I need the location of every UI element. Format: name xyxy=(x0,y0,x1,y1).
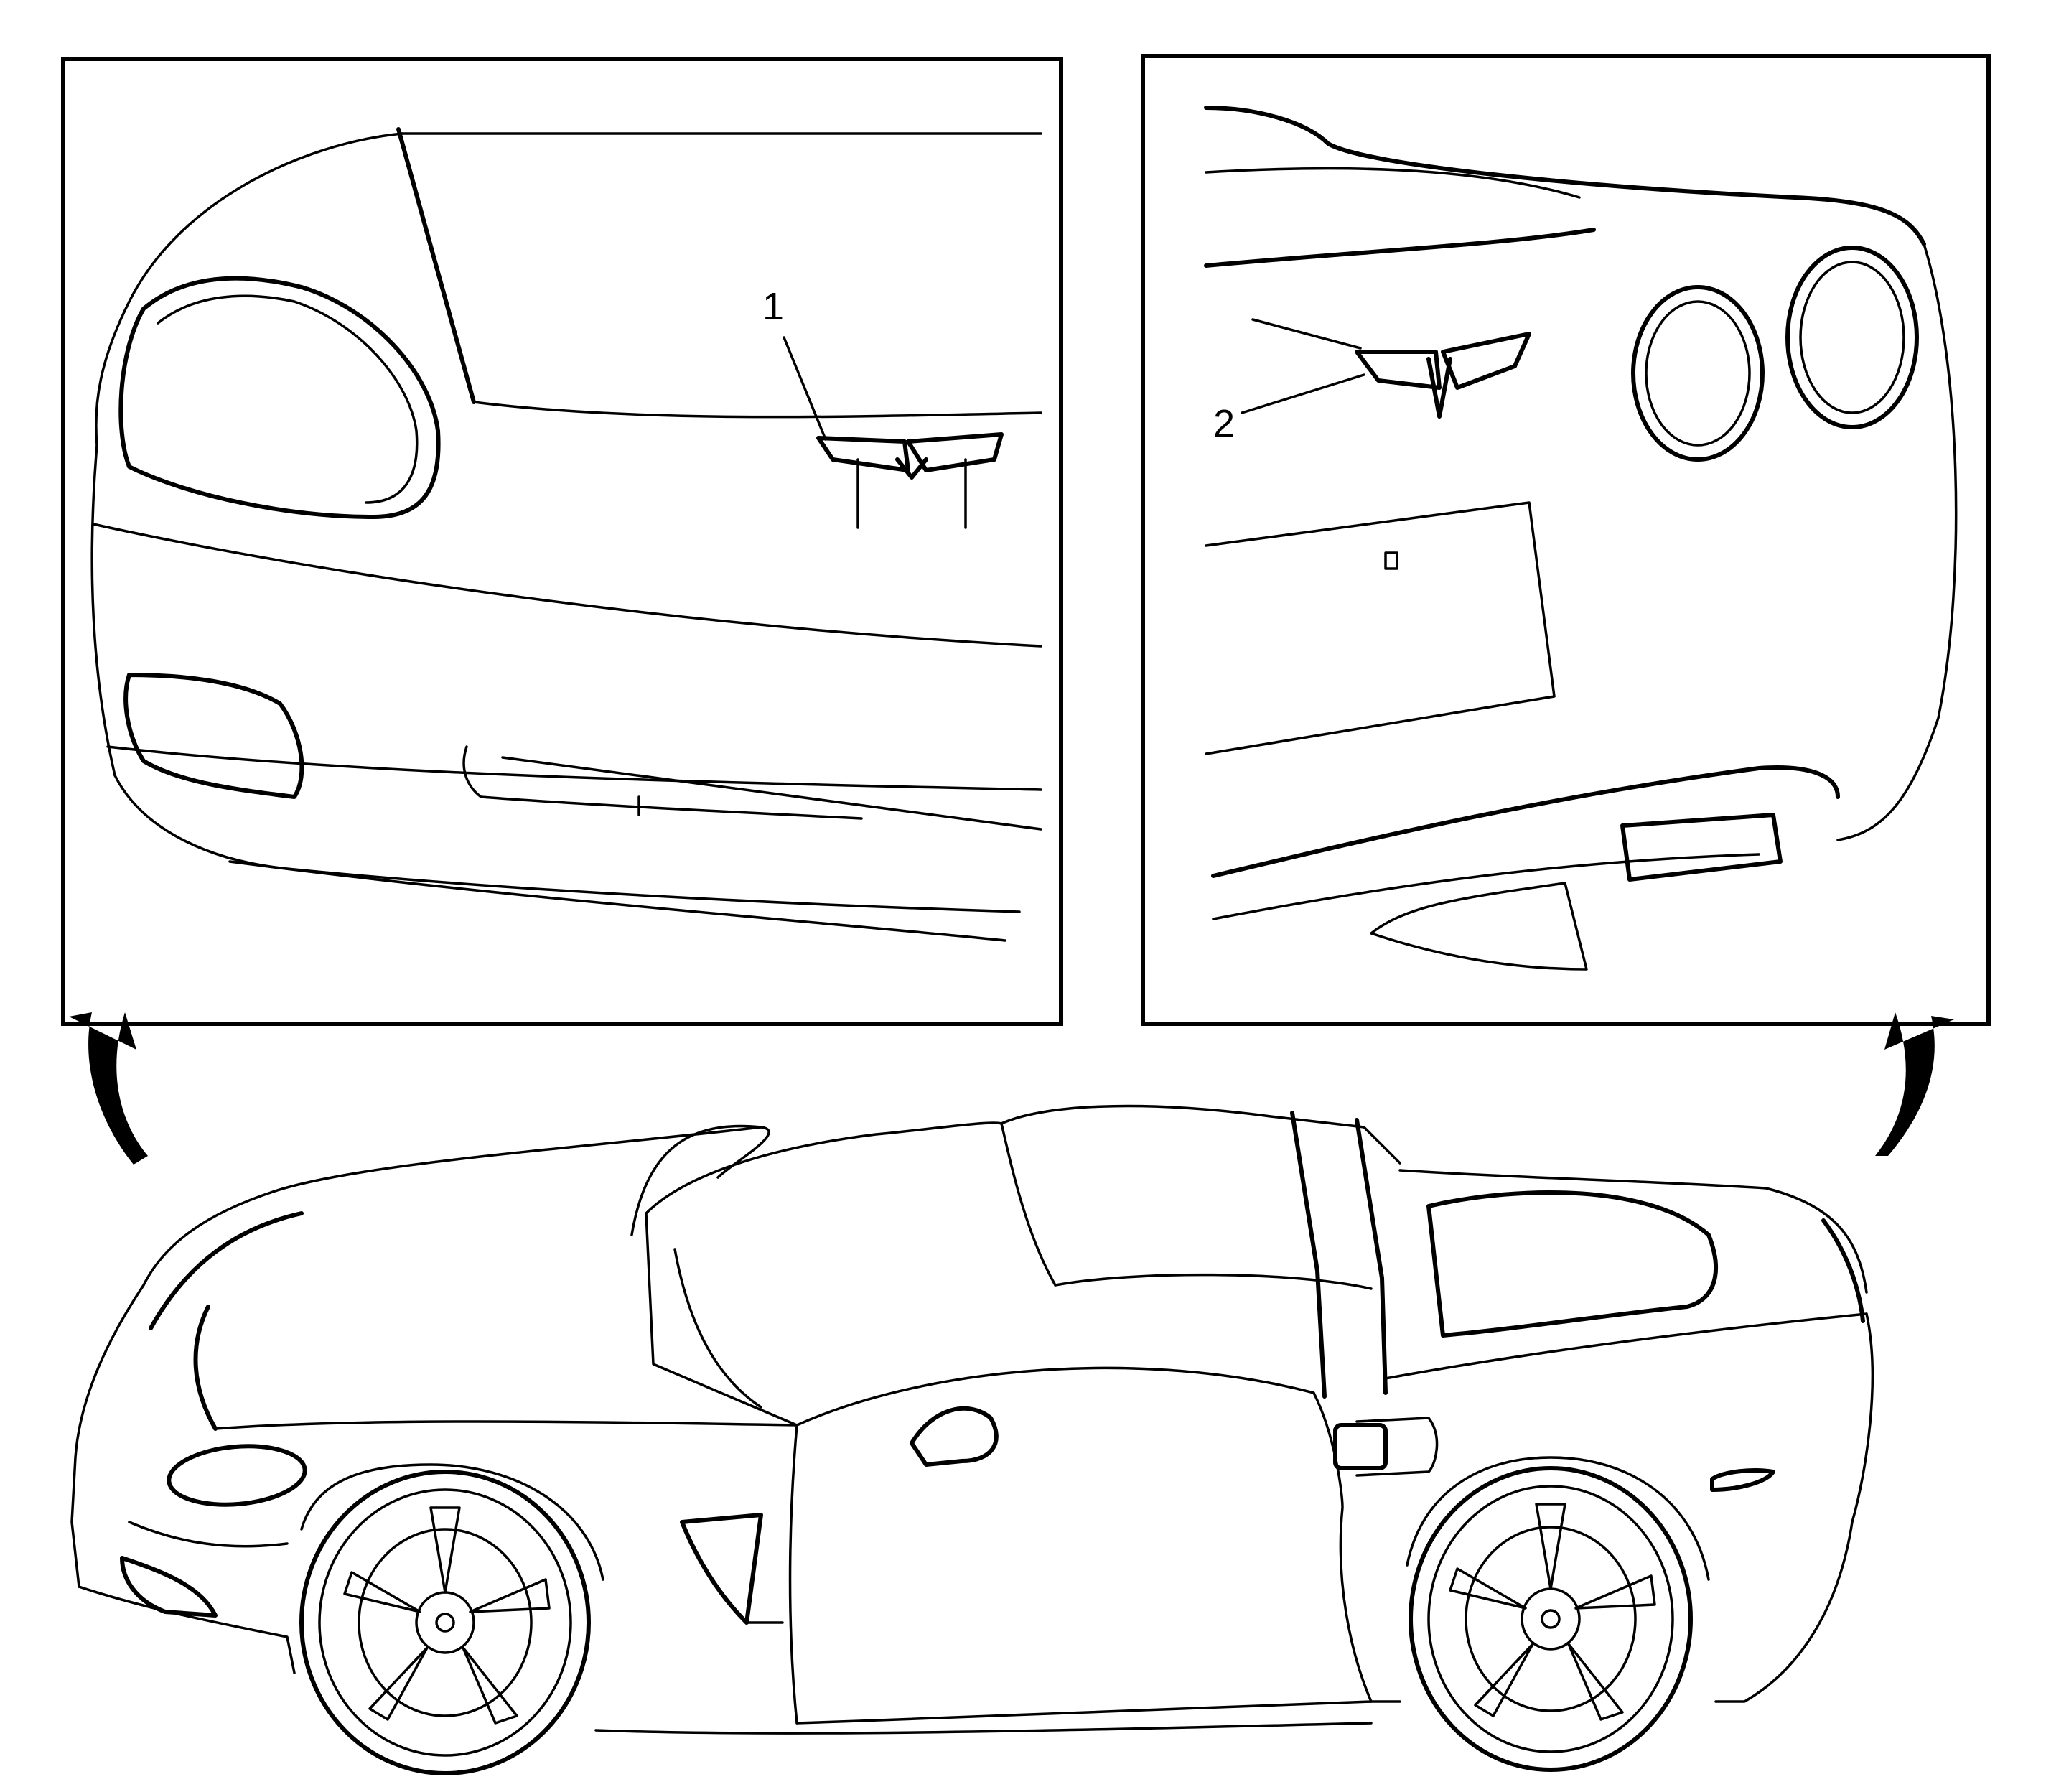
arrow-to-rear-panel-shape xyxy=(1875,1012,1954,1156)
car-overview xyxy=(70,1104,1874,1775)
callout-1-leader xyxy=(783,336,827,441)
rear-spoiler-edge xyxy=(1204,228,1596,268)
car-door-front-edge xyxy=(788,1424,798,1725)
car-door-handle xyxy=(1333,1423,1388,1470)
car-front-fog-lamp xyxy=(120,1556,218,1618)
front-upper-crease xyxy=(92,523,1042,648)
front-emblem xyxy=(816,432,1004,529)
arrow-to-front-panel-shape xyxy=(69,1012,148,1165)
front-fog-lamp xyxy=(123,673,304,799)
front-hood-outline xyxy=(95,132,403,447)
car-front-fascia xyxy=(70,1284,145,1588)
rear-emblem xyxy=(1355,332,1531,419)
car-hood-line xyxy=(142,1126,762,1287)
car-mirror xyxy=(910,1406,999,1467)
rear-tail-lamp-right xyxy=(1785,246,1919,429)
rear-deck-line xyxy=(1204,106,1926,246)
callout-2-label: 2 xyxy=(1213,402,1235,445)
callout-1-label: 1 xyxy=(762,285,784,328)
front-panel-frame xyxy=(61,57,1063,1026)
car-roofline xyxy=(1000,1104,1401,1165)
car-rear-glass xyxy=(1426,1190,1718,1338)
front-headlamp xyxy=(118,276,441,519)
rear-tail-lamp-left xyxy=(1631,285,1765,462)
rear-exhaust-outlet xyxy=(1620,813,1783,882)
rear-panel-frame xyxy=(1141,54,1991,1026)
car-side-vent xyxy=(680,1513,763,1625)
car-rear-wheel xyxy=(1406,1456,1710,1772)
callout-2-leader xyxy=(1241,373,1365,414)
car-side-marker xyxy=(1710,1468,1775,1492)
car-windshield-pillar xyxy=(645,1212,798,1427)
rear-diffuser xyxy=(1211,765,1840,878)
car-headlamp xyxy=(167,1444,307,1507)
hood-seam xyxy=(396,127,476,404)
car-rear-quarter xyxy=(1714,1312,1874,1703)
car-front-wheel xyxy=(299,1463,604,1775)
front-detail-panel: 1 xyxy=(61,57,1063,1026)
rear-detail-panel: 2 xyxy=(1141,54,1991,1026)
car-rear-deck xyxy=(1398,1169,1868,1294)
rear-license-plate-area xyxy=(1205,501,1556,755)
